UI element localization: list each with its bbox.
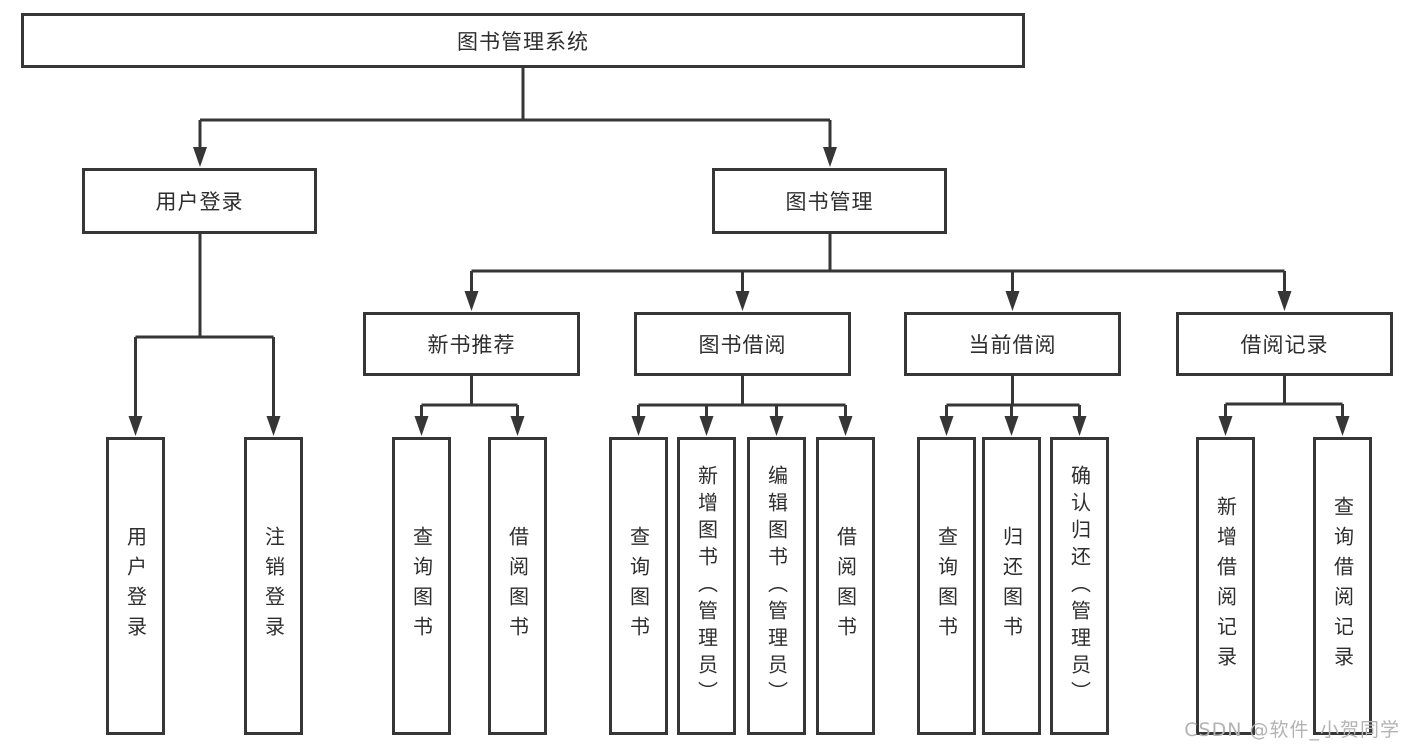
connector-new-book-to-leaves — [414, 376, 525, 436]
node-current-borrow: 当前借阅 — [904, 312, 1121, 376]
node-book-management: 图书管理 — [712, 168, 947, 234]
leaf-query-books-borrow: 查询图书 — [609, 437, 668, 735]
connector-root-to-level2 — [193, 68, 837, 167]
connector-book-borrow-to-leaves — [631, 376, 853, 436]
node-new-book-recommend: 新书推荐 — [363, 312, 580, 376]
leaf-logout: 注销登录 — [244, 437, 303, 735]
leaf-query-books-current: 查询图书 — [917, 437, 976, 735]
node-borrow-records: 借阅记录 — [1176, 312, 1393, 376]
leaf-query-borrow-record: 查询借阅记录 — [1313, 437, 1372, 735]
leaf-confirm-return-admin: 确认归还（管理员） — [1050, 437, 1109, 735]
leaf-query-books-recommend: 查询图书 — [392, 437, 451, 735]
leaf-add-book-admin: 新增图书（管理员） — [677, 437, 736, 735]
leaf-user-login: 用户登录 — [106, 437, 165, 735]
connector-user-login-to-leaves — [128, 234, 281, 436]
node-root: 图书管理系统 — [21, 13, 1025, 68]
connector-borrow-records-to-leaves — [1218, 376, 1350, 436]
csdn-watermark: CSDN @软件_小贺同学 — [1184, 719, 1400, 741]
node-book-borrow: 图书借阅 — [634, 312, 851, 376]
node-user-login: 用户登录 — [82, 168, 317, 234]
connector-book-mgmt-to-level3 — [464, 234, 1292, 311]
leaf-edit-book-admin: 编辑图书（管理员） — [747, 437, 806, 735]
connector-current-borrow-to-leaves — [939, 376, 1087, 436]
leaf-add-borrow-record: 新增借阅记录 — [1196, 437, 1255, 735]
leaf-borrow-books: 借阅图书 — [816, 437, 875, 735]
leaf-return-book: 归还图书 — [982, 437, 1041, 735]
leaf-borrow-books-recommend: 借阅图书 — [488, 437, 547, 735]
